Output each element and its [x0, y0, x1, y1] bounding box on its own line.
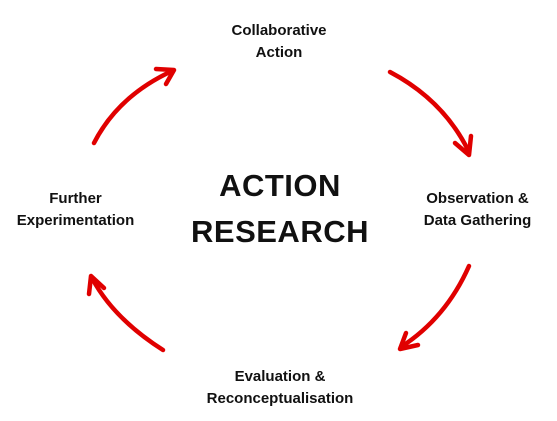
- stage-further-experimentation: Further Experimentation: [3, 188, 148, 232]
- cycle-arrow-bottom-left: [86, 273, 166, 353]
- stage-top-line1: Collaborative: [231, 22, 327, 39]
- stage-right-line2: Data Gathering: [423, 212, 532, 229]
- stage-observation-data-gathering: Observation & Data Gathering: [405, 188, 550, 232]
- stage-right-line1: Observation &: [426, 190, 529, 207]
- center-title-line1: ACTION: [219, 168, 341, 203]
- stage-collaborative-action: Collaborative Action: [199, 20, 359, 64]
- center-title: ACTION RESEARCH: [170, 163, 390, 255]
- stage-bottom-line2: Reconceptualisation: [206, 390, 354, 407]
- stage-left-line1: Further: [49, 190, 102, 207]
- cycle-arrow-top-left: [91, 66, 177, 146]
- stage-bottom-line1: Evaluation &: [234, 368, 326, 385]
- cycle-arrow-top-right: [387, 69, 474, 158]
- stage-evaluation-reconceptualisation: Evaluation & Reconceptualisation: [190, 366, 370, 410]
- stage-left-line2: Experimentation: [16, 212, 135, 229]
- cycle-arrow-bottom-right: [397, 263, 472, 352]
- center-title-line2: RESEARCH: [191, 214, 369, 249]
- stage-top-line2: Action: [255, 44, 303, 61]
